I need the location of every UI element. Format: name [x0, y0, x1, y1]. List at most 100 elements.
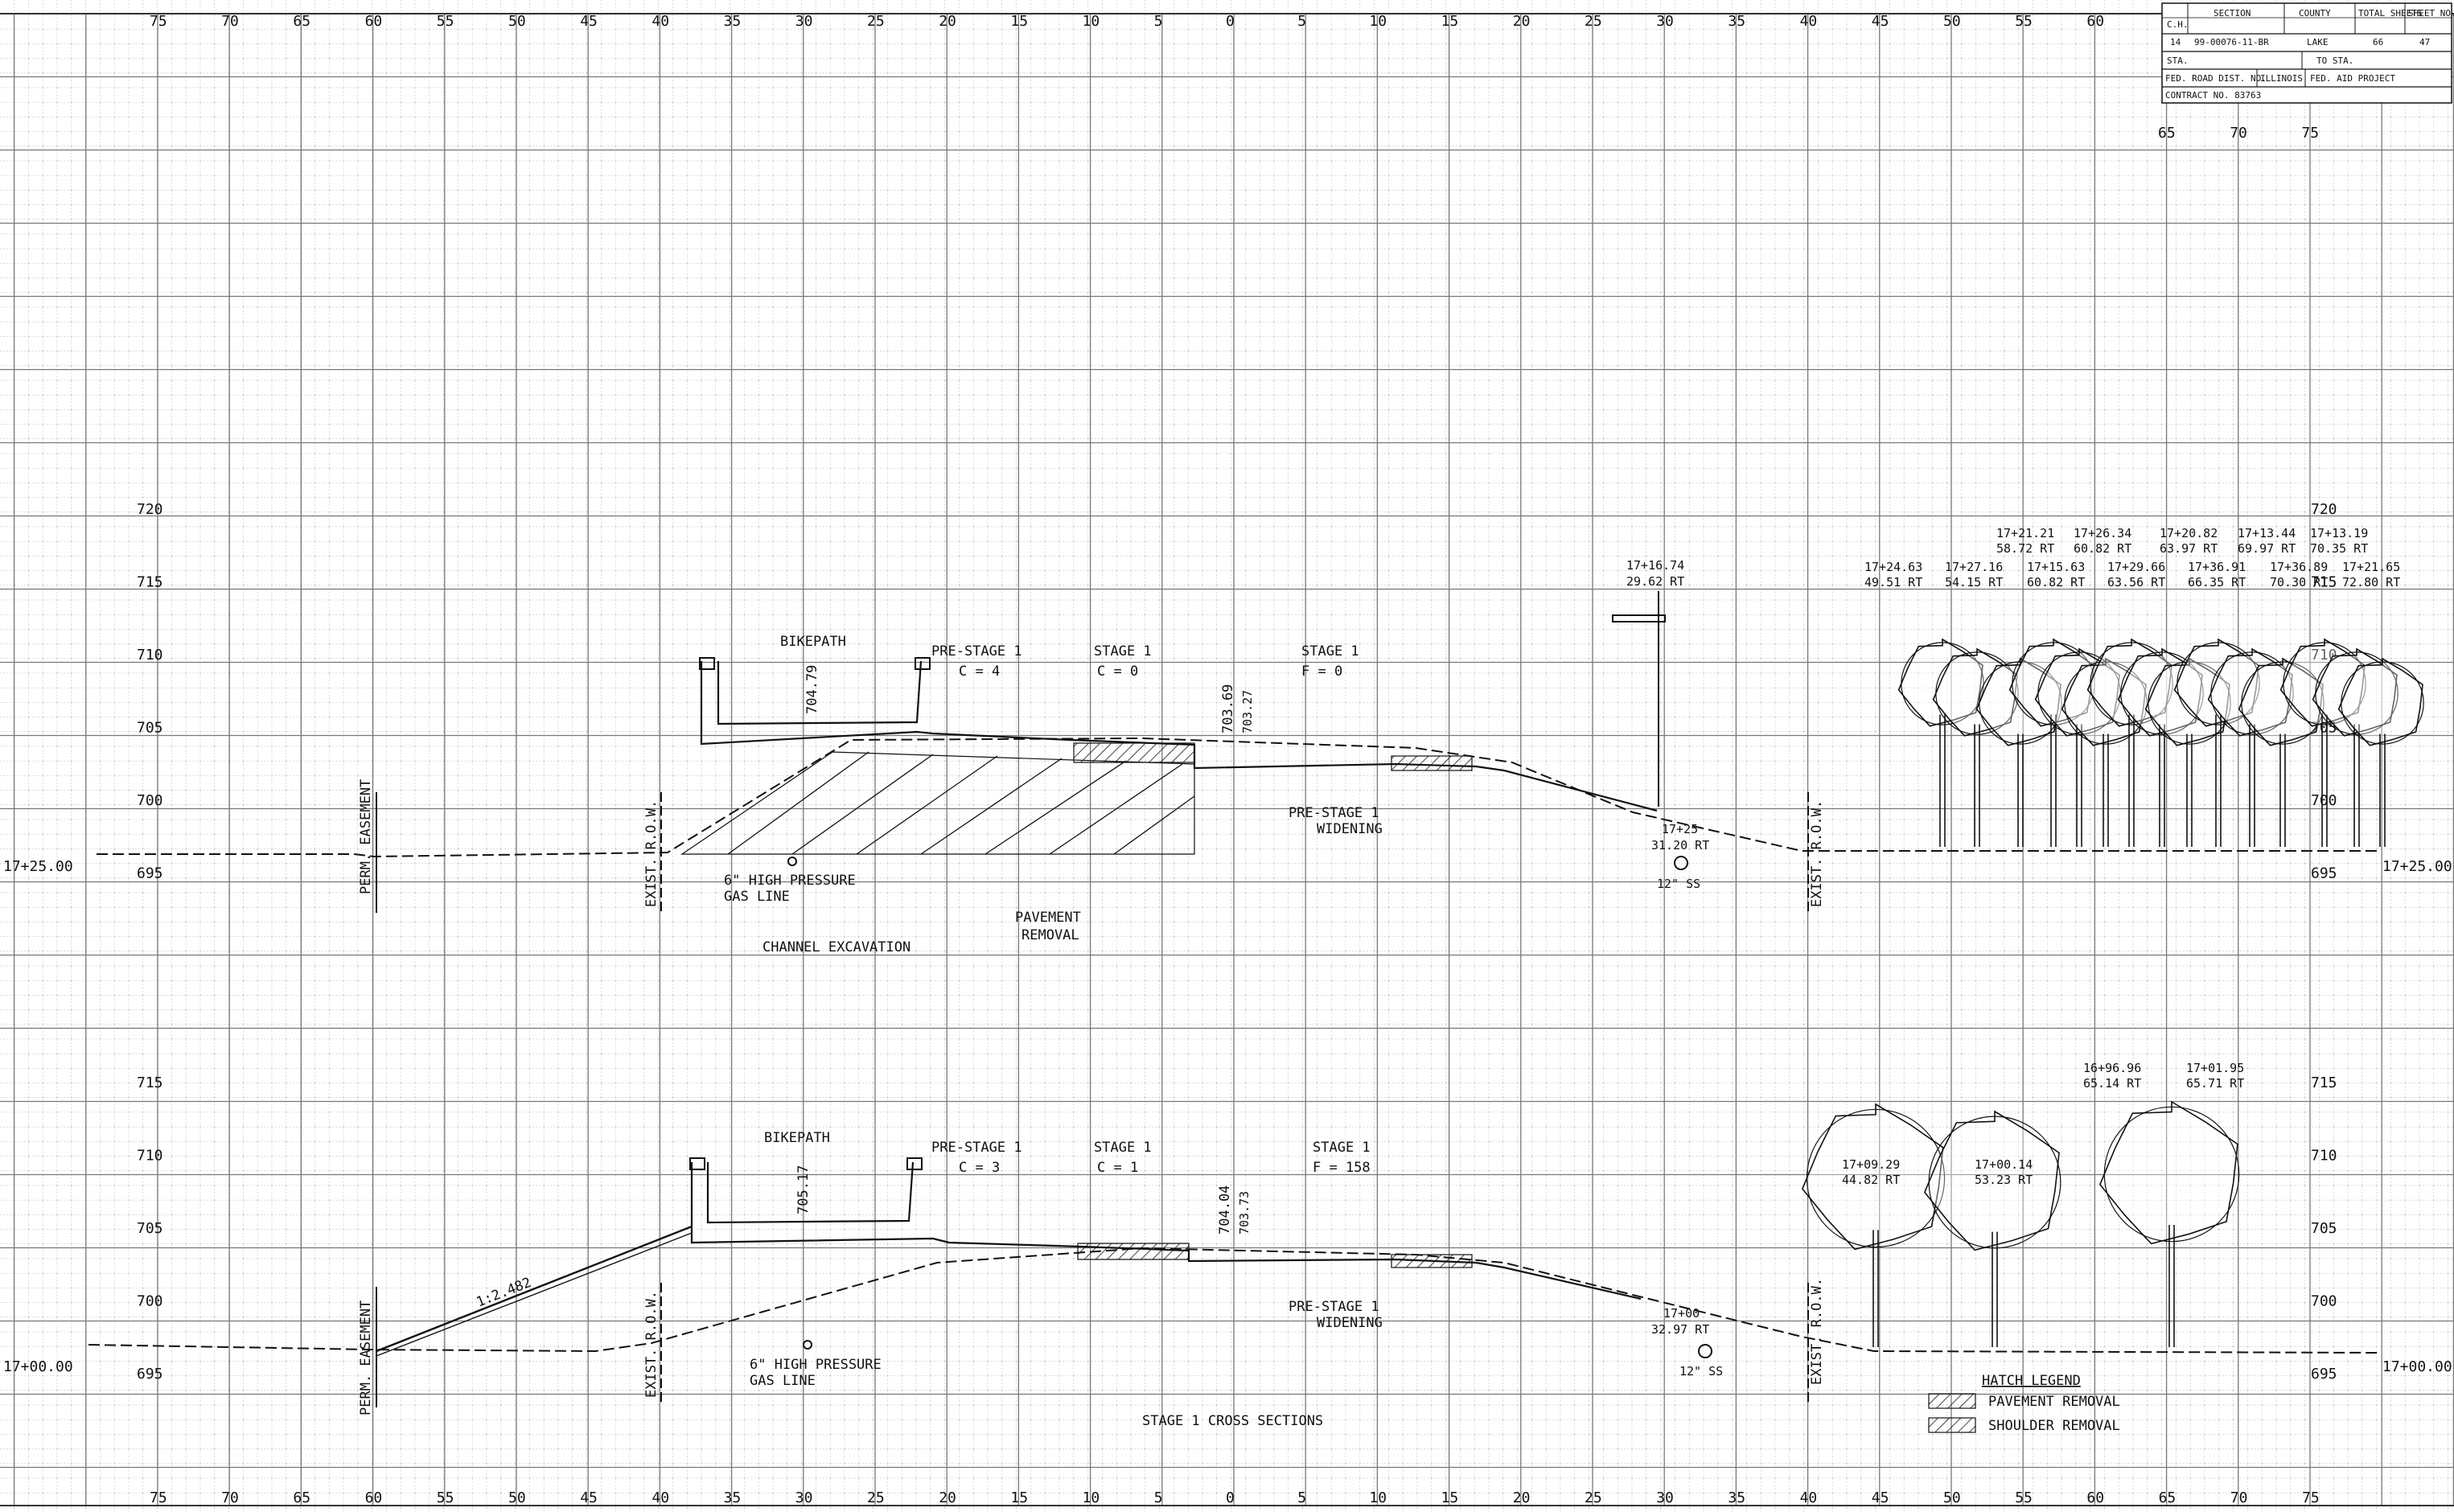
scale-top-right-label: 75 [2301, 125, 2319, 142]
elevation-label-right: 710 [2311, 647, 2337, 664]
scale-bottom-label: 0 [1226, 1489, 1235, 1506]
section-2-slope-line [376, 1225, 693, 1353]
section-1-gas-line-2: GAS LINE [724, 889, 790, 905]
section-2-parapet-left [689, 1157, 705, 1170]
tree-station-label: 17+27.16 [1945, 560, 2003, 574]
scale-top-right-label: 70 [2230, 125, 2247, 142]
scale-top-label: 0 [1226, 13, 1235, 30]
section-1-pole-offset: 29.62 RT [1626, 574, 1684, 589]
scale-bottom-label: 35 [724, 1489, 742, 1506]
section-1-tree [2312, 647, 2399, 847]
scale-top-label: 60 [2086, 13, 2104, 30]
tree-station-label: 16+96.96 [2083, 1061, 2141, 1075]
tb-header-county: COUNTY [2299, 8, 2331, 18]
scale-bottom-label: 65 [293, 1489, 310, 1506]
tb-state: ILLINOIS [2260, 73, 2303, 84]
tree-canopy-inner [2210, 651, 2294, 735]
scale-bottom-label: 25 [1585, 1489, 1602, 1506]
tree-offset-label: 63.97 RT [2160, 541, 2218, 556]
section-1-tree [2337, 657, 2424, 847]
section-2-gas-symbol [803, 1340, 812, 1350]
section-1-parapet-left [699, 657, 715, 670]
tree-canopy-inner [2103, 1106, 2240, 1243]
section-1-stage-f-label: STAGE 1 [1301, 643, 1359, 659]
section-2-exist-row-right: EXIST. R.O.W. [1809, 1278, 1825, 1385]
scale-bottom-label: 30 [795, 1489, 813, 1506]
tree-offset-label: 70.30 RT [2270, 575, 2328, 590]
elevation-label-right: 715 [2311, 574, 2337, 591]
legend-pavement-removal: PAVEMENT REMOVAL [1988, 1394, 2120, 1410]
section-1-sewer-station: 17+25 [1662, 822, 1698, 836]
tree-canopy-inner [2148, 661, 2231, 745]
tree-station-label: 17+29.66 [2107, 560, 2165, 574]
scale-bottom-label: 10 [1369, 1489, 1387, 1506]
tree-station-label: 17+15.63 [2027, 560, 2085, 574]
section-1-stage-f-value: F = 0 [1301, 664, 1342, 680]
scale-top-label: 35 [1728, 13, 1745, 30]
elevation-label-left: 695 [137, 1366, 163, 1383]
section-1-prestage-c: C = 4 [959, 664, 1000, 680]
section-1-trees [1897, 638, 2424, 847]
section-1-station-right: 17+25.00 [2382, 858, 2452, 875]
tb-sheet-value: 47 [2419, 37, 2430, 47]
tree-station-label: 17+26.34 [2074, 526, 2131, 540]
scale-bottom-label: 5 [1154, 1489, 1163, 1506]
scale-bottom-label: 60 [365, 1489, 383, 1506]
scale-top-label: 65 [293, 13, 310, 30]
section-2-tree [1801, 1103, 1946, 1347]
tree-canopy [2337, 657, 2423, 746]
section-2-pavement-removal-hatch [1077, 1243, 1190, 1260]
section-1-pavement-removal-1: PAVEMENT [1015, 910, 1081, 926]
scale-bottom-label: 60 [2086, 1489, 2104, 1506]
scale-top-label: 25 [1585, 13, 1602, 30]
scale-top-label: 30 [795, 13, 813, 30]
section-2-stage-c-label: STAGE 1 [1094, 1140, 1152, 1156]
section-2-cl-elevation-2: 703.73 [1237, 1191, 1252, 1235]
tree-offset-label: 60.82 RT [2027, 575, 2085, 590]
section-1-pavement-removal-hatch [1073, 742, 1195, 763]
scale-top-label: 60 [365, 13, 383, 30]
elevation-label-right: 700 [2311, 1293, 2337, 1310]
section-2-parapet-right [906, 1157, 923, 1170]
section-1-exist-row-right: EXIST. R.O.W. [1809, 800, 1825, 907]
scale-top-label: 5 [1154, 13, 1163, 30]
scale-bottom-label: 55 [437, 1489, 454, 1506]
scale-top-label: 70 [221, 13, 239, 30]
scale-bottom-label: 35 [1728, 1489, 1745, 1506]
section-1-bikepath-deck [717, 660, 923, 725]
scale-top-label: 75 [150, 13, 167, 30]
scale-bottom-label: 10 [1083, 1489, 1100, 1506]
elevation-label-left: 705 [137, 720, 163, 737]
elevation-label-left: 710 [137, 647, 163, 664]
scale-bottom-label: 30 [1656, 1489, 1674, 1506]
tb-total-value: 66 [2373, 37, 2383, 47]
tb-contract: CONTRACT NO. 83763 [2165, 90, 2261, 101]
tree-offset-label: 58.72 RT [1996, 541, 2054, 556]
scale-top-label: 50 [1943, 13, 1961, 30]
section-2-widening-2: WIDENING [1317, 1315, 1383, 1331]
tree-station-label: 17+20.82 [2160, 526, 2218, 540]
tree-offset-label: 49.51 RT [1864, 575, 1922, 590]
tree-offset-label: 65.71 RT [2186, 1076, 2244, 1091]
scale-top-label: 55 [437, 13, 454, 30]
tb-header-sheet-no: SHEET NO. [2408, 8, 2454, 18]
section-2-path-elevation: 705.17 [795, 1165, 812, 1214]
tree-station-label: 17+01.95 [2186, 1061, 2244, 1075]
elevation-label-right: 695 [2311, 1366, 2337, 1383]
section-1-station-left: 17+25.00 [3, 858, 73, 875]
elevation-label-left: 720 [137, 501, 163, 518]
scale-top-label: 15 [1010, 13, 1028, 30]
section-1-path-elevation: 704.79 [804, 665, 820, 714]
elevation-label-left: 710 [137, 1148, 163, 1165]
section-1-stage-c-label: STAGE 1 [1094, 643, 1152, 659]
tree-station-label: 17+09.29 [1842, 1157, 1900, 1172]
scale-top-right-label: 65 [2158, 125, 2176, 142]
elevation-label-right: 710 [2311, 1148, 2337, 1165]
elevation-label-right: 700 [2311, 792, 2337, 809]
scale-top-label: 55 [2015, 13, 2033, 30]
